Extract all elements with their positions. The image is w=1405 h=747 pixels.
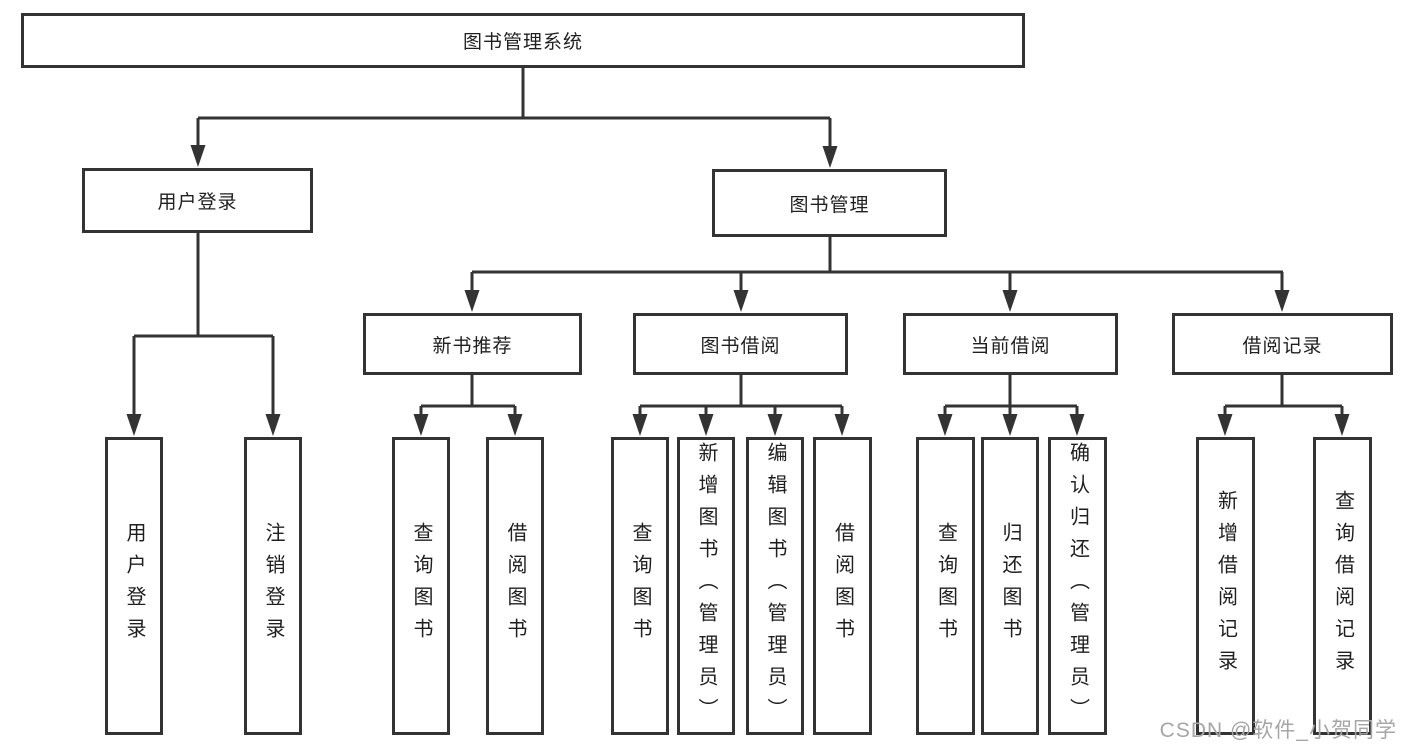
leaf-add-borrow-record: 新增借阅记录 [1196, 437, 1255, 735]
node-user-login: 用户登录 [82, 168, 313, 233]
leaf-logout: 注销登录 [244, 437, 302, 735]
leaf-logout-label: 注销登录 [262, 522, 284, 650]
watermark-text: CSDN @软件_小贺同学 [1159, 719, 1397, 742]
node-book-borrow: 图书借阅 [633, 313, 848, 375]
leaf-borrow-books: 借阅图书 [813, 437, 872, 735]
leaf-return-book: 归还图书 [981, 437, 1039, 735]
leaf-query-books-recommend: 查询图书 [392, 437, 450, 735]
leaf-edit-book-admin-label: 编辑图书（管理员） [764, 442, 786, 730]
node-root-system: 图书管理系统 [21, 13, 1025, 68]
node-borrow-records-label: 借阅记录 [1242, 335, 1323, 357]
leaf-add-book-admin-label: 新增图书（管理员） [695, 442, 717, 730]
leaf-user-login: 用户登录 [105, 437, 163, 735]
node-borrow-records: 借阅记录 [1172, 313, 1393, 375]
node-current-borrow-label: 当前借阅 [970, 335, 1051, 357]
leaf-add-book-admin: 新增图书（管理员） [677, 437, 735, 735]
node-user-login-label: 用户登录 [157, 192, 238, 213]
node-current-borrow: 当前借阅 [903, 313, 1118, 375]
leaf-add-borrow-record-label: 新增借阅记录 [1214, 490, 1237, 682]
leaf-query-borrow-record: 查询借阅记录 [1313, 437, 1372, 735]
leaf-confirm-return-admin-label: 确认归还（管理员） [1066, 442, 1089, 730]
node-book-management-label: 图书管理 [789, 194, 870, 216]
node-book-borrow-label: 图书借阅 [700, 335, 781, 357]
leaf-query-books-recommend-label: 查询图书 [410, 522, 432, 650]
node-book-management: 图书管理 [712, 169, 947, 237]
node-new-book-recommend: 新书推荐 [363, 313, 582, 375]
leaf-query-books-borrow-label: 查询图书 [629, 522, 651, 650]
leaf-borrow-books-recommend-label: 借阅图书 [504, 522, 526, 650]
leaf-query-books-borrow: 查询图书 [611, 437, 669, 735]
leaf-user-login-label: 用户登录 [123, 522, 145, 650]
leaf-borrow-books-label: 借阅图书 [831, 522, 854, 650]
node-root-label: 图书管理系统 [462, 32, 583, 53]
leaf-query-borrow-record-label: 查询借阅记录 [1331, 490, 1354, 682]
leaf-borrow-books-recommend: 借阅图书 [486, 437, 544, 735]
leaf-query-books-current: 查询图书 [916, 437, 975, 735]
leaf-query-books-current-label: 查询图书 [934, 522, 957, 650]
leaf-return-book-label: 归还图书 [999, 522, 1021, 650]
leaf-edit-book-admin: 编辑图书（管理员） [746, 437, 804, 735]
node-new-book-recommend-label: 新书推荐 [432, 335, 513, 357]
leaf-confirm-return-admin: 确认归还（管理员） [1048, 437, 1107, 735]
